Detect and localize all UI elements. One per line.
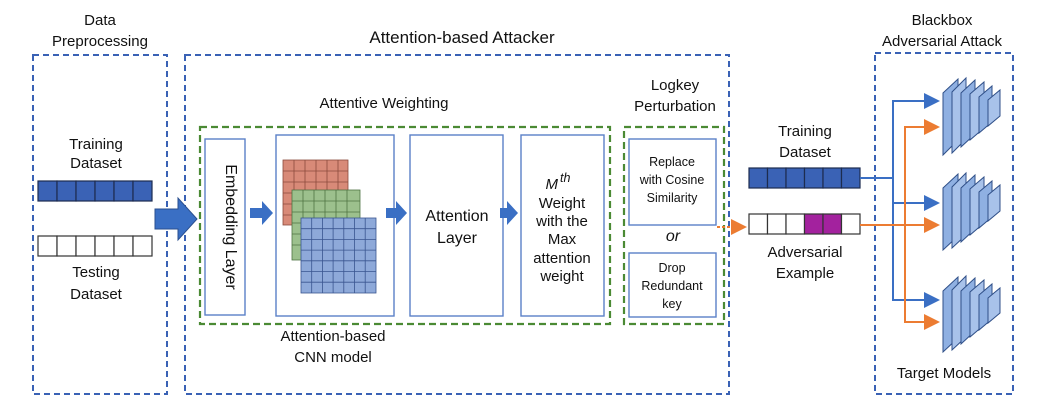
drop-redundant-line1: Drop — [658, 261, 685, 275]
replace-cosine-line2: with Cosine — [639, 173, 705, 187]
training-connectors — [860, 93, 940, 308]
target-models-label: Target Models — [897, 365, 991, 382]
drop-redundant-line2: Redundant — [641, 279, 703, 293]
output-training-sequence — [748, 167, 861, 189]
output-training-label-line1: Training — [778, 123, 832, 140]
output-training-label-line2: Dataset — [779, 144, 832, 161]
mth-weight-label-line4: Max — [548, 231, 577, 248]
replace-cosine-line3: Similarity — [647, 191, 698, 205]
input-arrow — [154, 196, 198, 242]
attacker-frame — [184, 54, 730, 395]
arrow-cnn-to-attention — [386, 201, 407, 225]
target-model-3 — [942, 274, 1001, 354]
attention-layer-label-line1: Attention — [425, 208, 488, 225]
preprocessing-title-line1: Data — [84, 12, 116, 29]
mth-weight-label-sup: th — [560, 171, 570, 185]
mth-weight-label-line2: Weight — [539, 195, 586, 212]
attention-layer-label-line2: Layer — [437, 230, 478, 247]
cnn-feature-map-blue — [300, 217, 377, 294]
attentive-weighting-title: Attentive Weighting — [320, 95, 449, 112]
logkey-title-line2: Perturbation — [634, 98, 716, 115]
mth-weight-label-m: M — [546, 176, 559, 193]
training-sequence — [37, 180, 153, 202]
replace-cosine-line1: Replace — [649, 155, 695, 169]
cnn-caption-line1: Attention-based — [280, 328, 385, 345]
training-dataset-label-line1: Training — [69, 136, 123, 153]
or-label: or — [666, 228, 681, 245]
target-model-2 — [942, 171, 1001, 252]
testing-dataset-label-line2: Dataset — [70, 286, 123, 303]
mth-weight-label-line6: weight — [539, 268, 584, 285]
adversarial-example-label-line2: Example — [776, 265, 834, 282]
replace-cosine-box — [628, 138, 717, 226]
attention-layer-box — [409, 134, 504, 317]
attacker-title: Attention-based Attacker — [369, 28, 555, 47]
mth-weight-label-line5: attention — [533, 250, 591, 267]
arrow-attention-to-mth — [500, 201, 518, 225]
adversarial-sequence — [748, 213, 861, 235]
training-dataset-label-line2: Dataset — [70, 155, 123, 172]
logkey-title-line1: Logkey — [651, 77, 700, 94]
testing-sequence — [37, 235, 153, 257]
target-model-1 — [942, 76, 1001, 157]
adversarial-example-label-line1: Adversarial — [767, 244, 842, 261]
adversarial-connectors — [860, 119, 940, 330]
logkey-frame — [622, 125, 726, 326]
drop-redundant-line3: key — [662, 297, 682, 311]
arrow-embed-to-cnn — [250, 201, 273, 225]
mth-weight-label-line3: with the — [535, 213, 588, 230]
attentive-weighting-frame — [198, 125, 612, 326]
preprocessing-frame — [32, 54, 168, 395]
testing-dataset-label-line1: Testing — [72, 264, 120, 281]
embedding-layer-label: Embedding Layer — [222, 164, 239, 290]
blackbox-title-line1: Blackbox — [912, 12, 973, 29]
drop-redundant-box — [628, 252, 717, 318]
preprocessing-title-line2: Preprocessing — [52, 33, 148, 50]
mth-weight-box — [520, 134, 605, 317]
blackbox-title-line2: Adversarial Attack — [882, 33, 1003, 50]
embedding-layer-box — [204, 138, 246, 316]
cnn-caption-line2: CNN model — [294, 349, 372, 366]
